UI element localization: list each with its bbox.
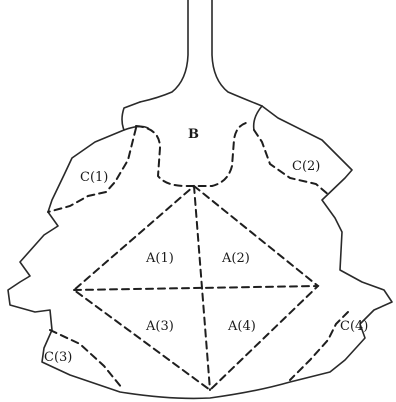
region-a-horizontal-divider xyxy=(74,286,318,290)
label-b: B xyxy=(188,127,199,142)
label-a2: A(2) xyxy=(221,251,250,266)
stem-left-edge xyxy=(140,0,188,102)
inner-curve-right xyxy=(254,106,262,130)
label-c4: C(4) xyxy=(340,319,368,334)
label-a4: A(4) xyxy=(227,319,256,334)
label-a3: A(3) xyxy=(145,319,174,334)
label-c1: C(1) xyxy=(80,170,108,185)
stem-right-edge xyxy=(212,0,262,106)
label-a1: A(1) xyxy=(145,251,174,266)
label-c3: C(3) xyxy=(44,350,72,365)
label-c2: C(2) xyxy=(292,159,320,174)
